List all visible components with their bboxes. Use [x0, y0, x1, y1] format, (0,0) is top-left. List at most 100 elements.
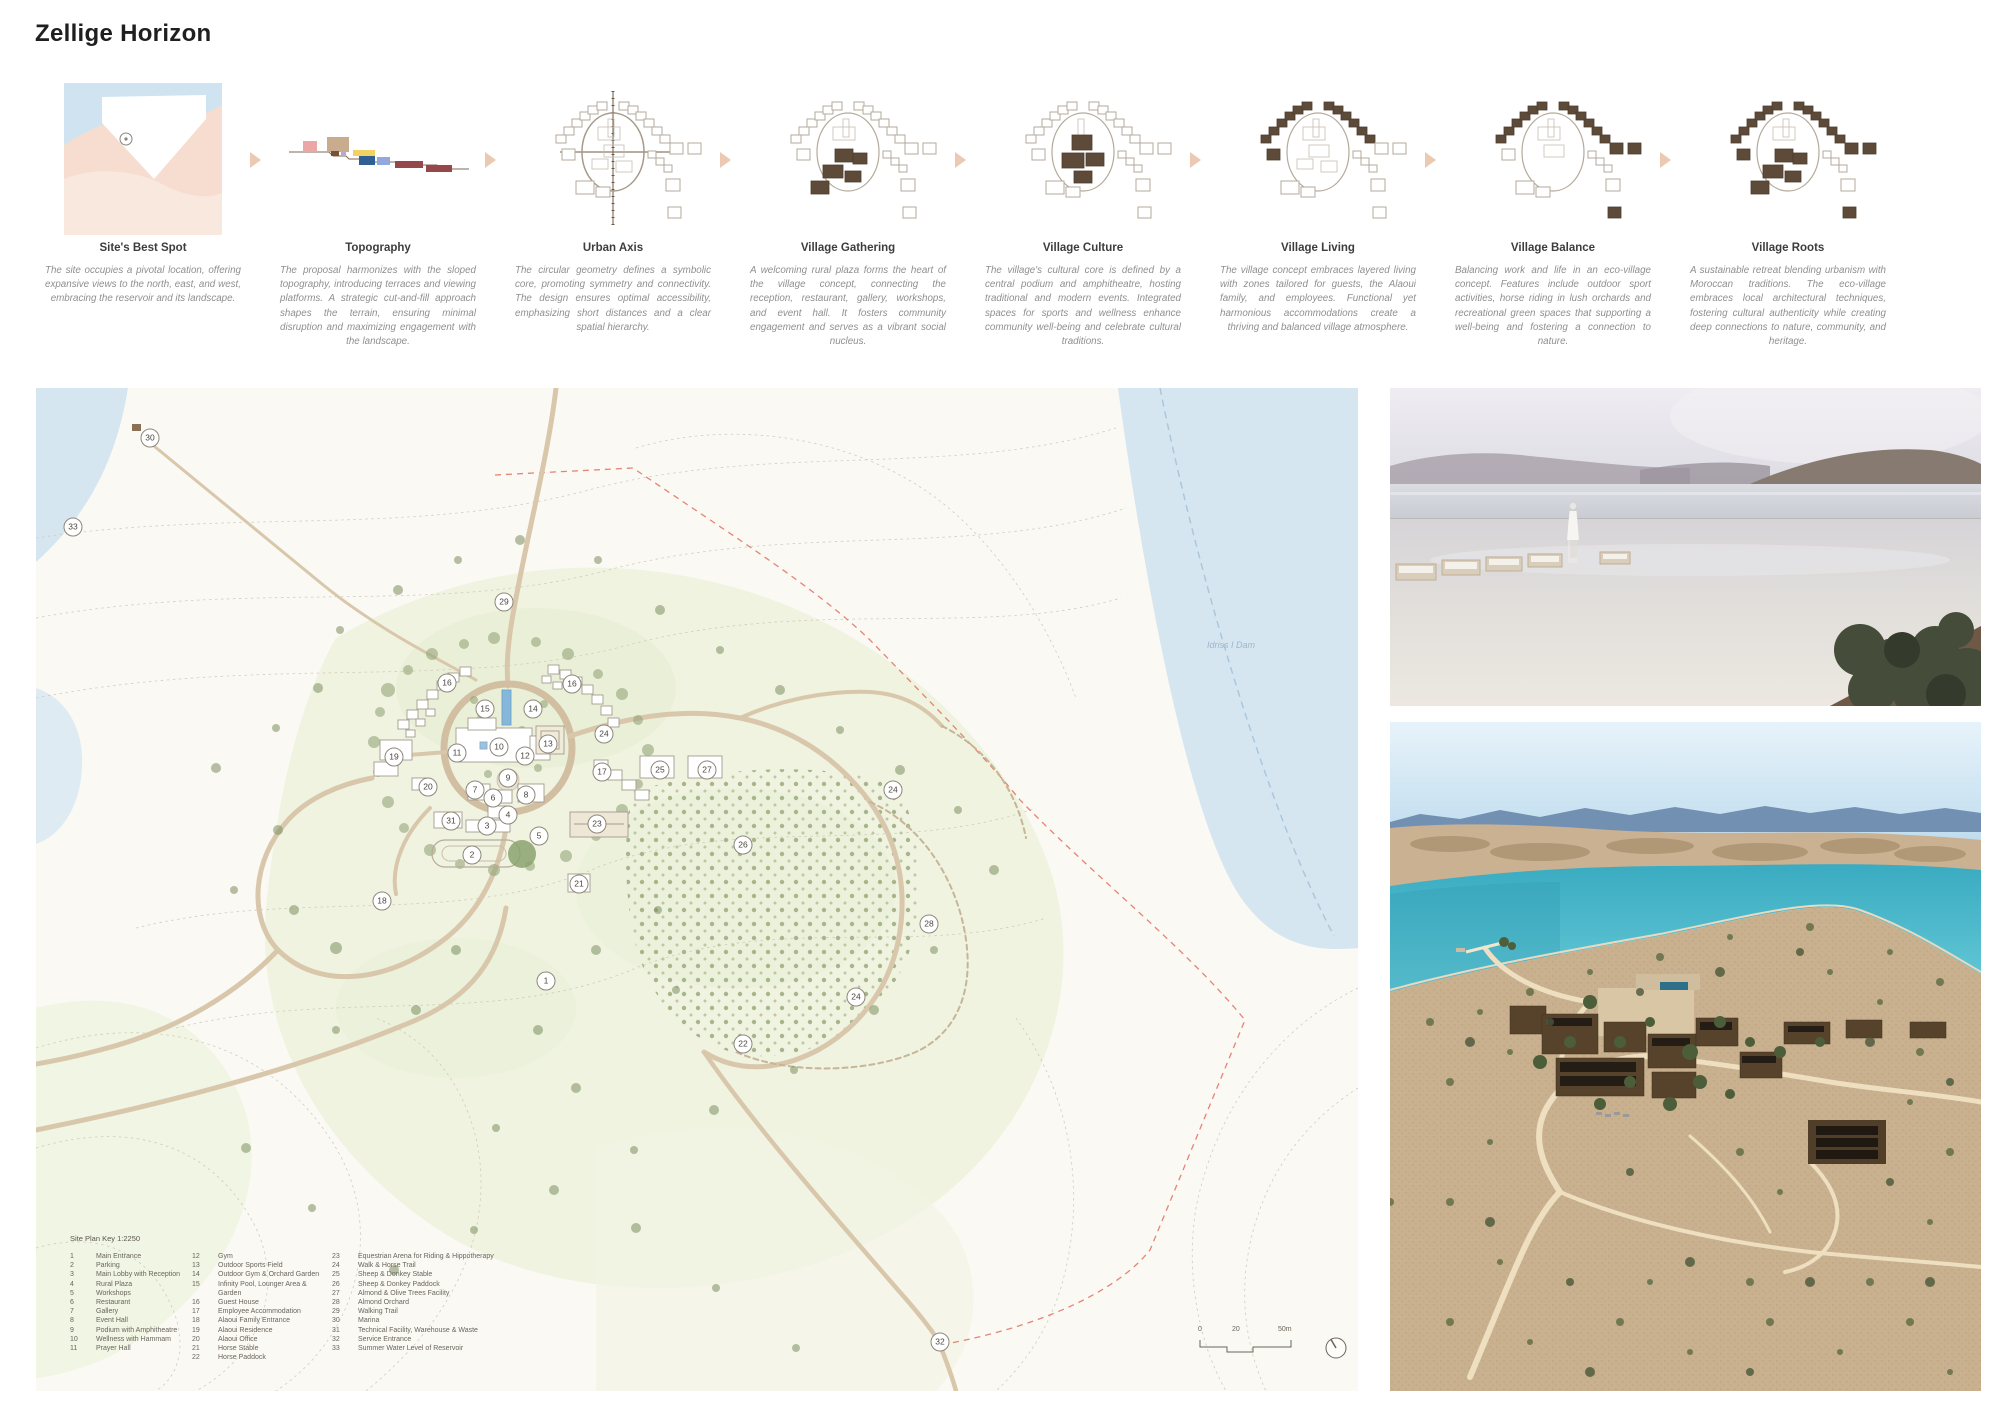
map-marker: 14	[523, 699, 543, 719]
north-arrow-icon	[1325, 1337, 1347, 1359]
map-marker: 15	[475, 699, 495, 719]
pier	[1456, 937, 1516, 954]
arrow-right-icon	[1660, 152, 1681, 168]
trees-scattered	[211, 535, 999, 1352]
key-label: Almond & Olive Trees Facility	[358, 1289, 450, 1297]
loungers	[1395, 551, 1631, 581]
key-number: 17	[192, 1308, 200, 1316]
key-number: 19	[192, 1326, 200, 1334]
key-label: Guest House	[218, 1299, 259, 1307]
map-marker: 16	[437, 673, 457, 693]
map-marker: 16	[562, 674, 582, 694]
key-label: Gym	[218, 1253, 233, 1260]
map-marker: 32	[930, 1332, 950, 1352]
village-balance-diagram	[1446, 80, 1660, 238]
panel-title: Topography	[345, 242, 411, 254]
map-marker: 4	[498, 805, 518, 825]
panel-title: Site's Best Spot	[99, 242, 187, 254]
key-number: 23	[332, 1253, 340, 1260]
key-label: Sheep & Donkey Stable	[358, 1271, 433, 1279]
map-marker: 11	[447, 743, 467, 763]
key-number: 26	[332, 1280, 340, 1288]
key-number: 5	[70, 1289, 74, 1297]
map-marker: 10	[489, 737, 509, 757]
key-number: 20	[192, 1335, 200, 1343]
concept-panel-topography: Topography The proposal harmonizes with …	[271, 80, 485, 349]
concept-panel-village-roots: Village Roots A sustainable retreat blen…	[1681, 80, 1895, 349]
concept-panel-urban-axis: Urban Axis The circular geometry defines…	[506, 80, 720, 335]
location-map-diagram	[36, 80, 250, 238]
urban-axis-diagram	[506, 80, 720, 238]
key-row: 6 Restaurant	[70, 1298, 192, 1307]
key-label: Alaoui Office	[218, 1335, 258, 1343]
scrub-dark	[1465, 948, 1954, 1377]
key-label: Event Hall	[96, 1317, 128, 1325]
person-figure	[1567, 502, 1579, 558]
scale-tick-50m: 50m	[1278, 1326, 1292, 1333]
panel-title: Village Balance	[1510, 242, 1596, 254]
map-marker: 20	[418, 777, 438, 797]
map-marker: 8	[516, 785, 536, 805]
arrow-right-icon	[1425, 152, 1446, 168]
arrow-right-icon	[720, 152, 741, 168]
key-label: Summer Water Level of Reservoir	[358, 1345, 464, 1353]
site-boundary	[494, 467, 1246, 1346]
orchard-grid	[626, 769, 920, 1057]
board-title: Zellige Horizon	[35, 20, 212, 47]
key-row: 5 Workshops	[70, 1289, 192, 1298]
map-marker: 12	[515, 746, 535, 766]
key-number: 22	[192, 1354, 200, 1362]
key-number: 11	[70, 1345, 78, 1353]
panel-title: Village Culture	[1042, 242, 1124, 254]
key-label: Marina	[358, 1317, 380, 1325]
concept-diagram-strip: Site's Best Spot The site occupies a piv…	[0, 80, 2000, 349]
map-marker: 31	[441, 811, 461, 831]
key-label: Rural Plaza	[96, 1280, 133, 1288]
map-marker: 5	[529, 826, 549, 846]
key-label: Workshops	[96, 1289, 131, 1297]
panel-text: A welcoming rural plaza forms the heart …	[750, 265, 946, 348]
shrubs	[1834, 612, 1981, 706]
roads	[36, 388, 1027, 1391]
panel-text: Balancing work and life in an eco-villag…	[1455, 265, 1651, 348]
key-number: 28	[332, 1299, 340, 1307]
concept-panel-sites-best-spot: Site's Best Spot The site occupies a piv…	[36, 80, 250, 307]
key-label: Alaoui Family Entrance	[218, 1317, 290, 1325]
map-marker: 19	[384, 747, 404, 767]
panel-title: Village Roots	[1751, 242, 1825, 254]
map-marker: 18	[372, 891, 392, 911]
map-marker: 2	[462, 845, 482, 865]
key-label: Sheep & Donkey Paddock	[358, 1280, 440, 1288]
key-label: Service Entrance	[358, 1335, 412, 1343]
contour-lines	[36, 427, 1358, 1391]
key-label: Restaurant	[96, 1299, 131, 1307]
water-label: Idriss I Dam	[1206, 640, 1255, 650]
key-number: 3	[70, 1271, 74, 1279]
key-number: 6	[70, 1299, 74, 1307]
